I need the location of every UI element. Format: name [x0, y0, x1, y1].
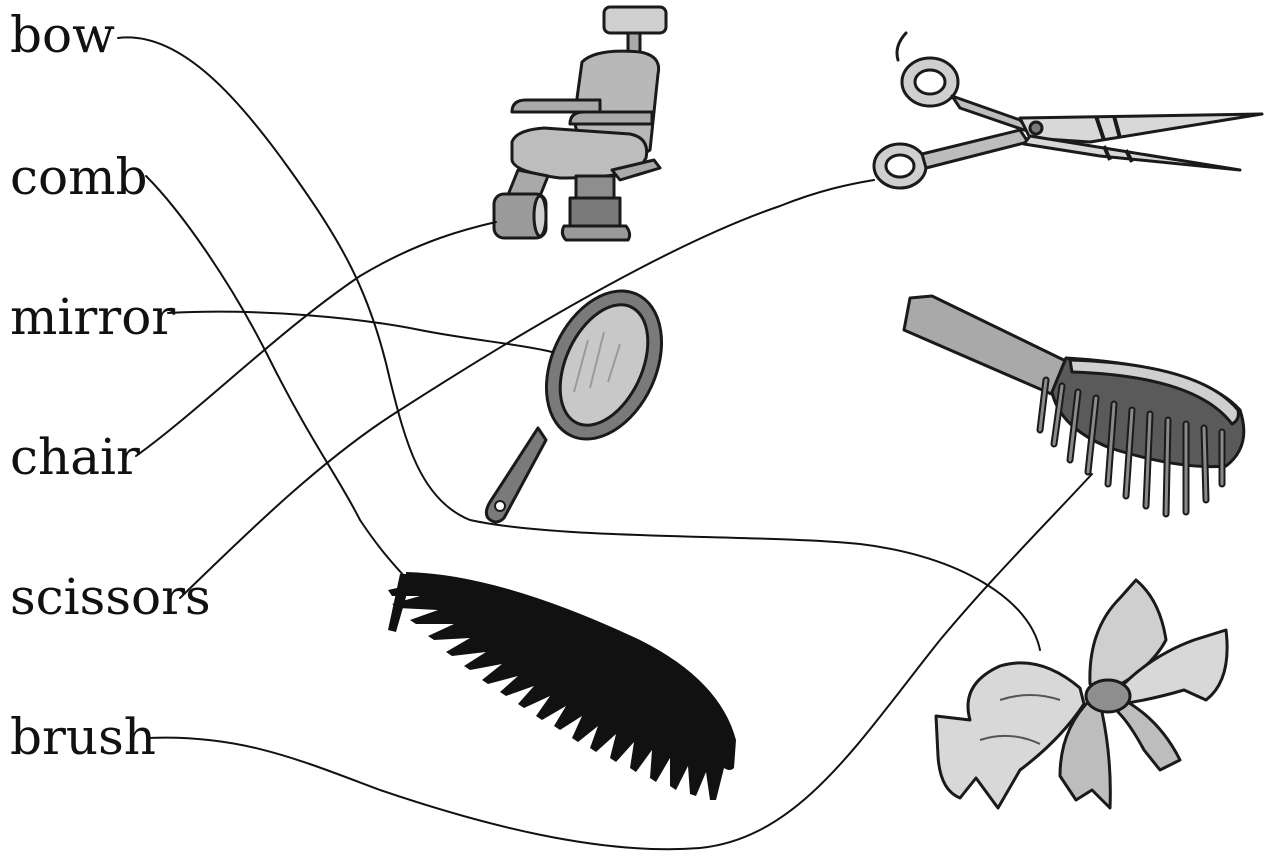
comb-picture: [388, 572, 736, 800]
chair-picture: [494, 7, 666, 240]
word-chair: chair: [10, 428, 140, 486]
word-comb: comb: [10, 148, 148, 206]
brush-picture: [904, 296, 1244, 514]
word-scissors: scissors: [10, 568, 211, 626]
word-brush: brush: [10, 708, 156, 766]
mirror-picture: [486, 272, 684, 522]
word-bow: bow: [10, 6, 115, 64]
match-line-mirror: [168, 312, 552, 352]
word-list: bow comb mirror chair scissors brush: [10, 6, 211, 766]
scissors-picture: [874, 33, 1262, 188]
match-line-chair: [136, 222, 496, 456]
match-line-comb: [146, 176, 406, 578]
word-mirror: mirror: [10, 288, 175, 346]
bow-picture: [936, 580, 1227, 808]
